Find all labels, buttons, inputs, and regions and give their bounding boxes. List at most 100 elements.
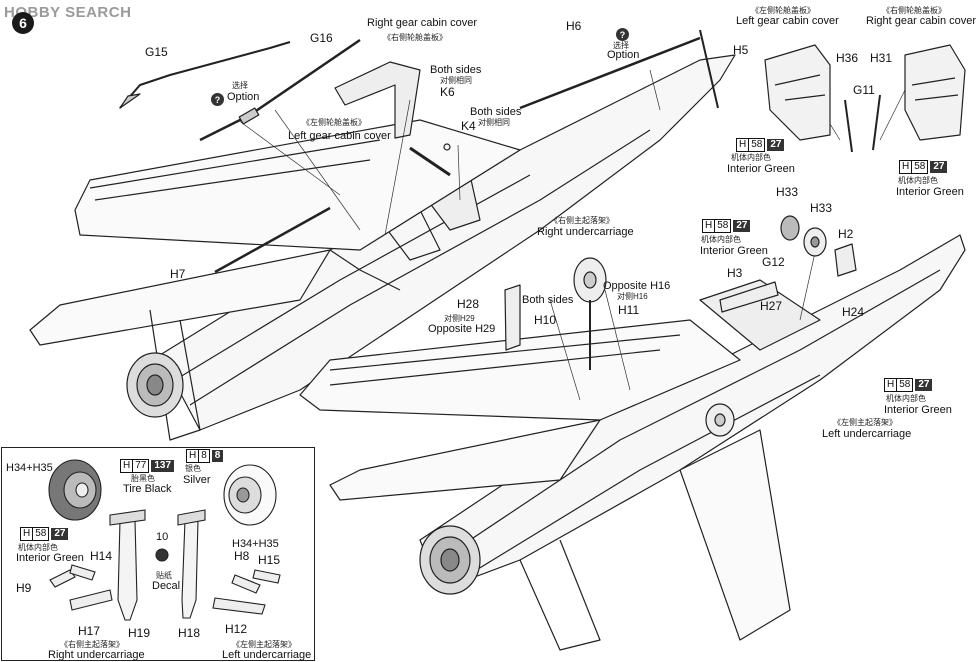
inset-decal-10: [155, 548, 169, 562]
option-note-1-cn: 选择: [232, 81, 248, 90]
watermark-logo: HOBBY SEARCH: [4, 4, 132, 21]
left-undercarriage-cn: 《左侧主起落架》: [833, 418, 897, 427]
left-gear-cabin-cover-tr-label: Left gear cabin cover: [736, 15, 839, 27]
part-label-h28: H28: [457, 297, 480, 311]
right-gear-cabin-cover-part: [334, 61, 421, 139]
inset-right-undercarriage-label: Right undercarriage: [48, 649, 145, 661]
silver-cn: 银色: [185, 464, 201, 473]
wheel-h33-b: [803, 227, 827, 257]
wheel-h33-a: [780, 215, 800, 241]
part-label-h10: H10: [534, 313, 557, 327]
upper-aircraft-exhaust: [126, 352, 184, 418]
option-note-1: Option: [227, 91, 260, 103]
right-undercarriage-cn: 《右侧主起落架》: [550, 216, 614, 225]
decal-label: Decal: [152, 580, 181, 592]
interior-green-label: Interior Green: [896, 186, 964, 198]
tire-black-label: Tire Black: [123, 483, 172, 495]
interior-green-label: Interior Green: [884, 404, 952, 416]
part-label-h33-a: H33: [776, 185, 799, 199]
part-label-h2: H2: [838, 227, 854, 241]
silver-label: Silver: [183, 474, 211, 486]
part-label-h11: H11: [618, 303, 640, 317]
part-label-k6: K6: [440, 85, 455, 99]
right-gear-cabin-cover-tr-cn: 《右侧轮舱盖板》: [882, 6, 946, 15]
inset-left-undercarriage-label: Left undercarriage: [222, 649, 312, 661]
left-gear-cabin-cover-label: Left gear cabin cover: [288, 130, 391, 142]
inset-right-undercarriage-cn: 《右侧主起落架》: [60, 640, 124, 649]
part-label-h36: H36: [836, 51, 859, 65]
interior-green-label: Interior Green: [727, 163, 795, 175]
part-h3-panel: [719, 281, 779, 313]
part-label-h31: H31: [870, 51, 893, 65]
inset-label-h34-h35-a: H34+H35: [6, 462, 53, 474]
decal-cn: 贴纸: [156, 571, 172, 580]
part-label-h3: H3: [727, 266, 743, 280]
left-gear-cabin-cover-part: [764, 44, 831, 141]
option-note-2: Option: [607, 49, 640, 61]
part-label-h6: H6: [566, 19, 582, 33]
interior-green-cn: 机体内部色: [886, 394, 926, 403]
inset-wheel-left: [48, 459, 102, 521]
part-h5: [699, 29, 719, 109]
interior-green-cn: 机体内部色: [701, 235, 741, 244]
part-label-h5: H5: [733, 43, 749, 57]
inset-doors-left: [212, 569, 281, 615]
part-h6: [519, 36, 701, 110]
left-undercarriage-label: Left undercarriage: [822, 428, 912, 440]
part-label-k4: K4: [461, 119, 476, 133]
right-undercarriage-label: Right undercarriage: [537, 226, 634, 238]
inset-label-h14: H14: [90, 549, 113, 563]
inset-strut-right: [109, 509, 146, 621]
inset-label-h19: H19: [128, 626, 151, 640]
part-label-h7: H7: [170, 267, 186, 281]
inset-doors-right: [49, 564, 113, 611]
lower-aircraft-exhaust: [419, 525, 481, 595]
part-g11-rods: [844, 94, 881, 153]
part-label-h24: H24: [842, 305, 865, 319]
interior-green-cn: 机体内部色: [18, 543, 58, 552]
inset-strut-left: [177, 509, 206, 619]
part-label-g11: G11: [853, 83, 875, 97]
opposite-h16-cn: 对侧H16: [617, 292, 648, 301]
inset-left-undercarriage-cn: 《左侧主起落架》: [232, 640, 296, 649]
part-label-g16: G16: [310, 31, 333, 45]
option-question-icon: ?: [616, 28, 629, 41]
inset-label-h17: H17: [78, 624, 101, 638]
opposite-h16-label: Opposite H16: [603, 280, 671, 292]
lower-aircraft-wing: [299, 319, 791, 651]
right-gear-cabin-cover-cn: 《右侧轮舱盖板》: [383, 33, 447, 42]
interior-green-cn: 机体内部色: [731, 153, 771, 162]
undercarriage-detail-inset: [1, 447, 315, 661]
opposite-h29-label: Opposite H29: [428, 323, 496, 335]
inset-label-h34-h35-b: H34+H35: [232, 538, 279, 550]
right-gear-cabin-cover-tr-label: Right gear cabin cover: [866, 15, 977, 27]
right-gear-cabin-cover-part-tr: [904, 44, 966, 141]
interior-green-label: Interior Green: [16, 552, 84, 564]
part-h28-panel: [504, 284, 521, 351]
step-number-badge: 6: [12, 12, 34, 34]
inset-label-h18: H18: [178, 626, 201, 640]
inset-art: [48, 459, 281, 621]
inset-wheel-right: [223, 464, 277, 526]
part-h7: [214, 206, 331, 274]
option-note-2-cn: 选择: [613, 41, 629, 50]
both-sides-note-3: Both sides: [522, 294, 574, 306]
both-sides-note-1-cn: 对侧相同: [440, 76, 472, 85]
part-h2-panel: [834, 243, 857, 277]
interior-green-cn: 机体内部色: [898, 176, 938, 185]
wheel-left-undercarriage: [705, 403, 735, 437]
part-label-h27: H27: [760, 299, 783, 313]
upper-aircraft-wing: [29, 119, 521, 441]
both-sides-note-2: Both sides: [470, 106, 522, 118]
left-gear-cabin-cover-tr-cn: 《左侧轮舱盖板》: [751, 6, 815, 15]
part-label-g12: G12: [762, 255, 785, 269]
inset-label-h9: H9: [16, 581, 32, 595]
part-g15: [119, 41, 291, 109]
tire-black-cn: 胎黑色: [131, 474, 155, 483]
